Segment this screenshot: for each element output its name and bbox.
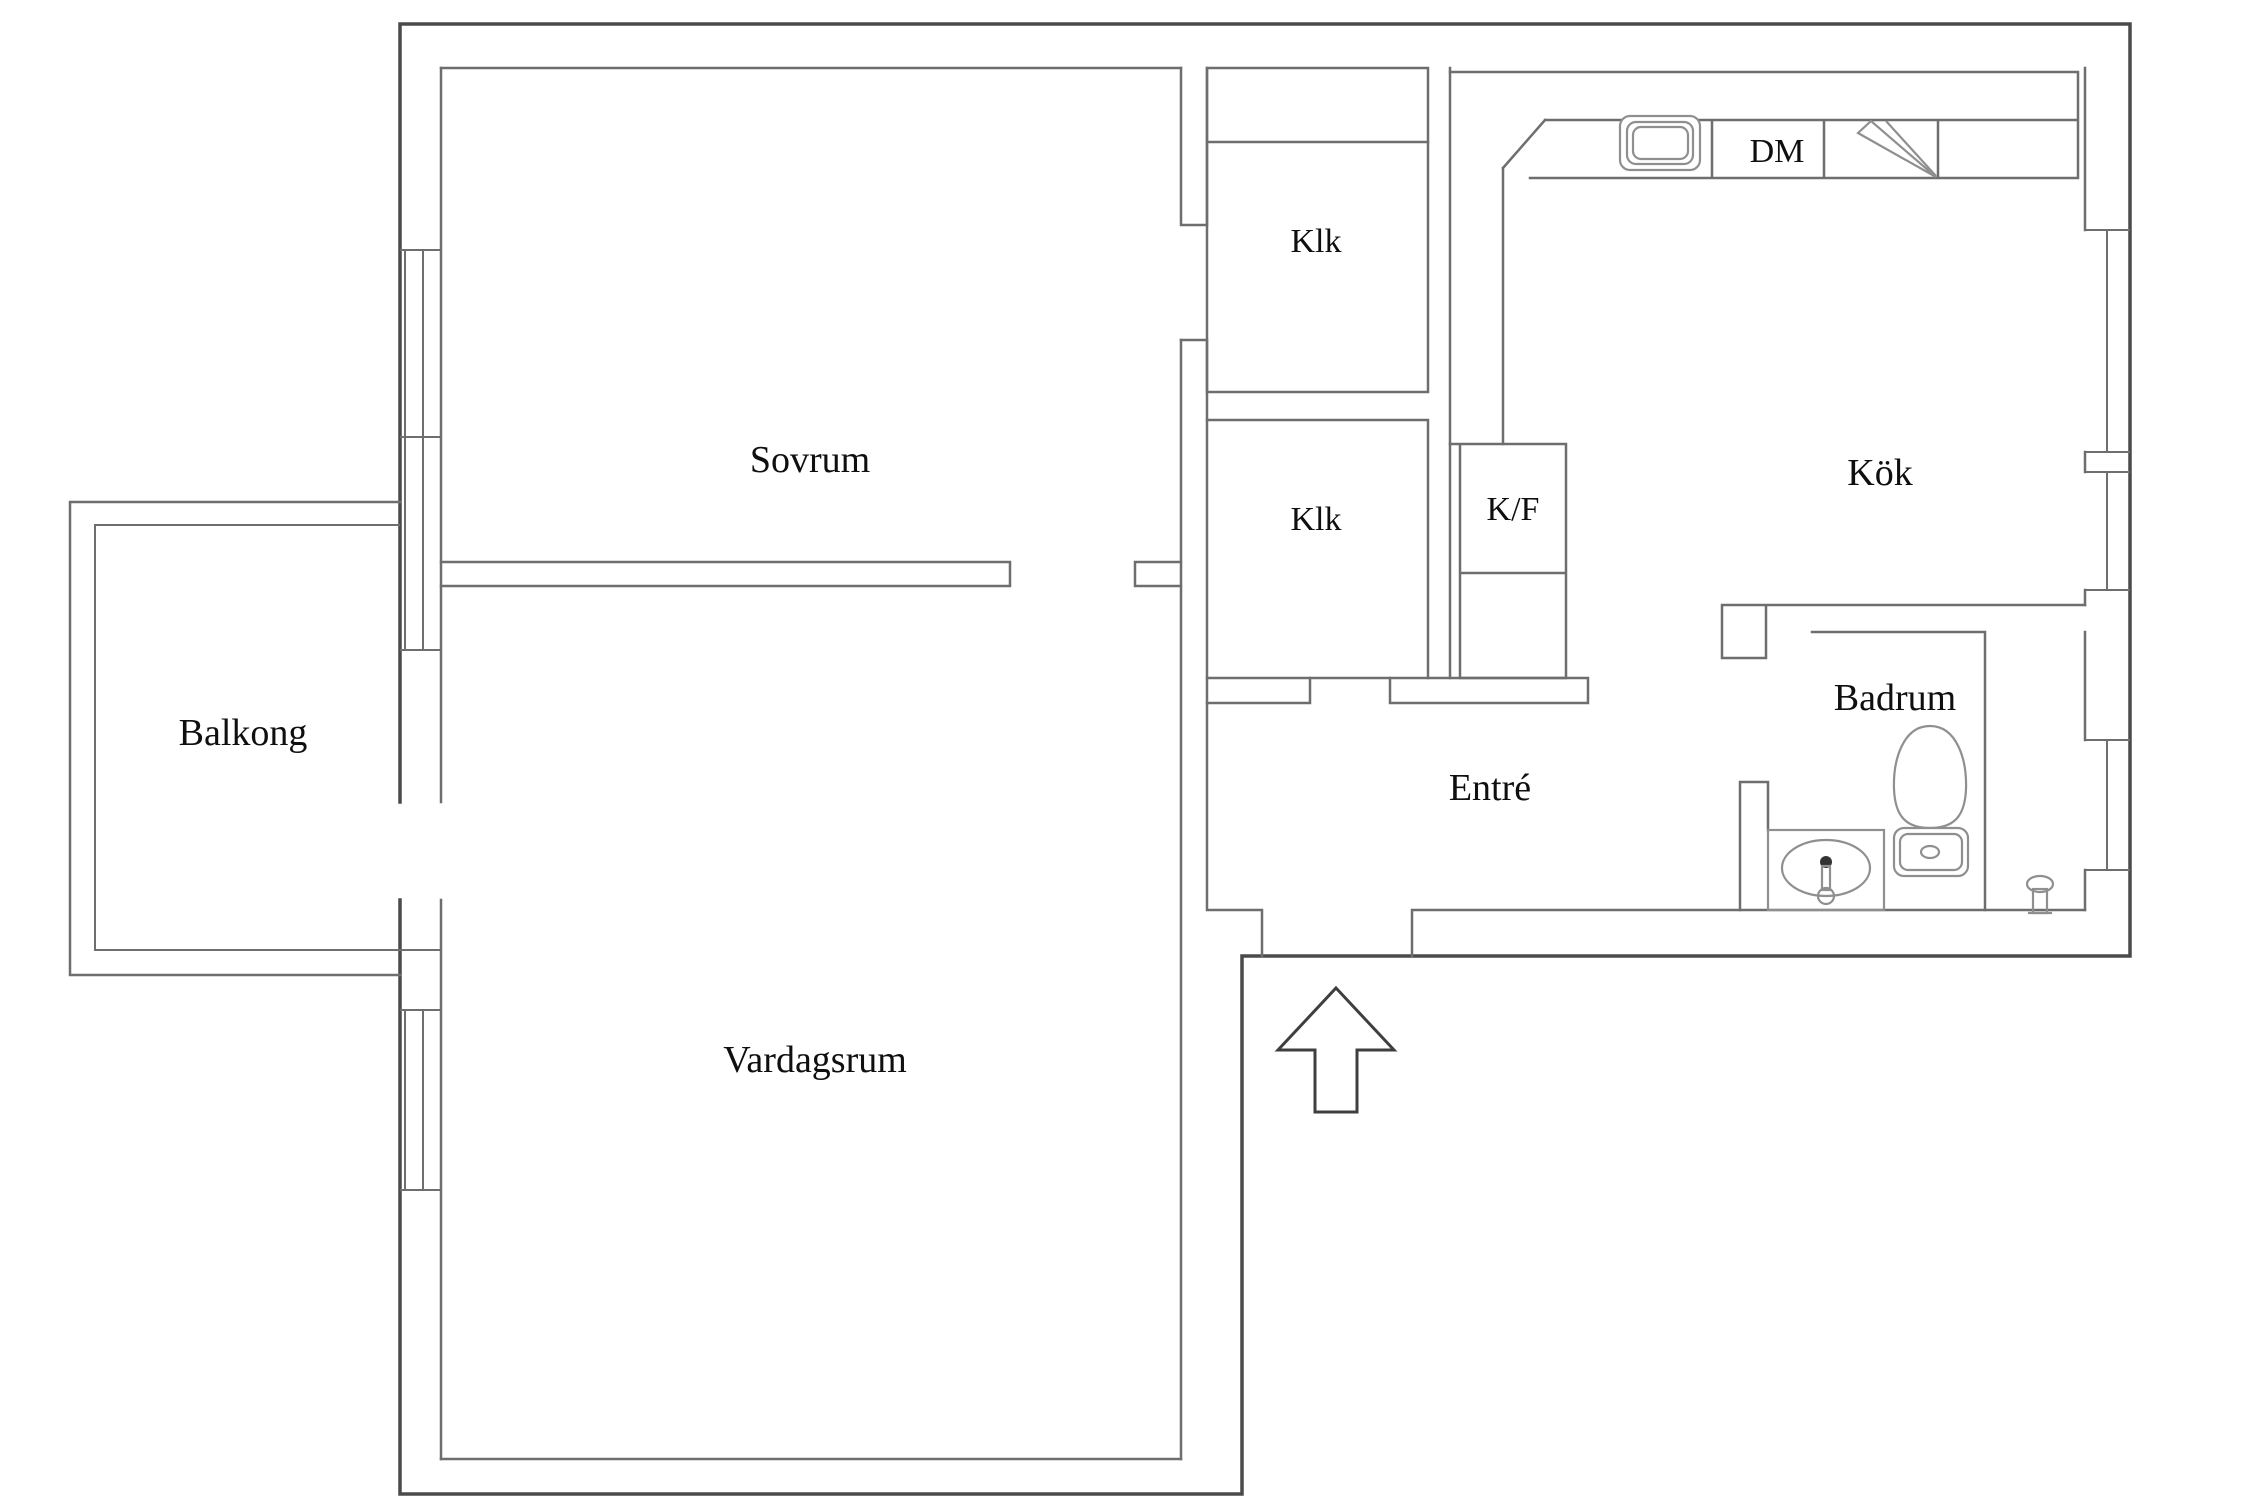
toilet-button [1919, 844, 1941, 860]
windows [400, 229, 2130, 1191]
room-label-dm: DM [1750, 133, 1805, 170]
washbasin-drain [1816, 886, 1836, 906]
room-label-sovrum: Sovrum [750, 439, 870, 481]
tap-icon [2025, 874, 2055, 894]
balcony-inner-rail [94, 524, 400, 951]
wall-sovrum-east [1179, 66, 1209, 422]
room-label-klk-upper: Klk [1291, 223, 1342, 260]
room-klk-upper-outline [1205, 66, 1430, 394]
washbasin-counter [1766, 828, 1886, 912]
window-kok-right-2 [2085, 471, 2130, 591]
room-label-kok: Kök [1847, 452, 1912, 494]
toilet-tank [1892, 826, 1970, 878]
outer-walls [398, 22, 2132, 1496]
balcony [68, 500, 402, 977]
sink-icon [1618, 114, 1702, 172]
bathroom-fixtures [1766, 724, 2055, 915]
toilet-tank-inner [1898, 832, 1964, 872]
room-labels: Sovrum Klk Klk DM Kök K/F Balkong Vardag… [179, 133, 1957, 1081]
stove-swing-icon [1856, 119, 1937, 178]
washbasin-icon [1780, 838, 1872, 898]
room-label-vardagsrum: Vardagsrum [723, 1039, 907, 1081]
toilet-icon [1892, 724, 1968, 830]
room-label-klk-lower: Klk [1291, 501, 1342, 538]
sink-inner-rim [1625, 120, 1695, 166]
kitchen-fixtures [1618, 114, 1937, 178]
window-kok-right-1 [2085, 229, 2130, 453]
sink-basin [1631, 125, 1690, 161]
wall-sovrum-vardagsrum-divider [439, 560, 1183, 588]
wall-entre-south [1205, 676, 2087, 958]
room-label-entre: Entré [1449, 767, 1531, 809]
room-label-kf: K/F [1487, 491, 1540, 528]
window-badrum-right [2085, 739, 2130, 871]
wall-klk-lower-south [1205, 676, 1590, 705]
inner-walls [439, 66, 2087, 1461]
window-sovrum-left [400, 249, 441, 651]
entrance-arrow-icon [1274, 985, 1398, 1114]
washbasin-faucet-stem [1820, 864, 1832, 892]
wall-badrum [1720, 603, 2087, 912]
outer-wall-path [398, 22, 2132, 1496]
room-klk-lower-outline [1205, 418, 1430, 680]
entrance [1274, 985, 1398, 1114]
balcony-outer-rail [68, 500, 402, 977]
room-label-badrum: Badrum [1834, 677, 1956, 719]
kf-cabinet-outline [1448, 442, 1568, 680]
kitchen-counter-outline [1448, 70, 2080, 446]
room-label-balkong: Balkong [179, 712, 308, 754]
window-vardagsrum-left [400, 1009, 441, 1191]
